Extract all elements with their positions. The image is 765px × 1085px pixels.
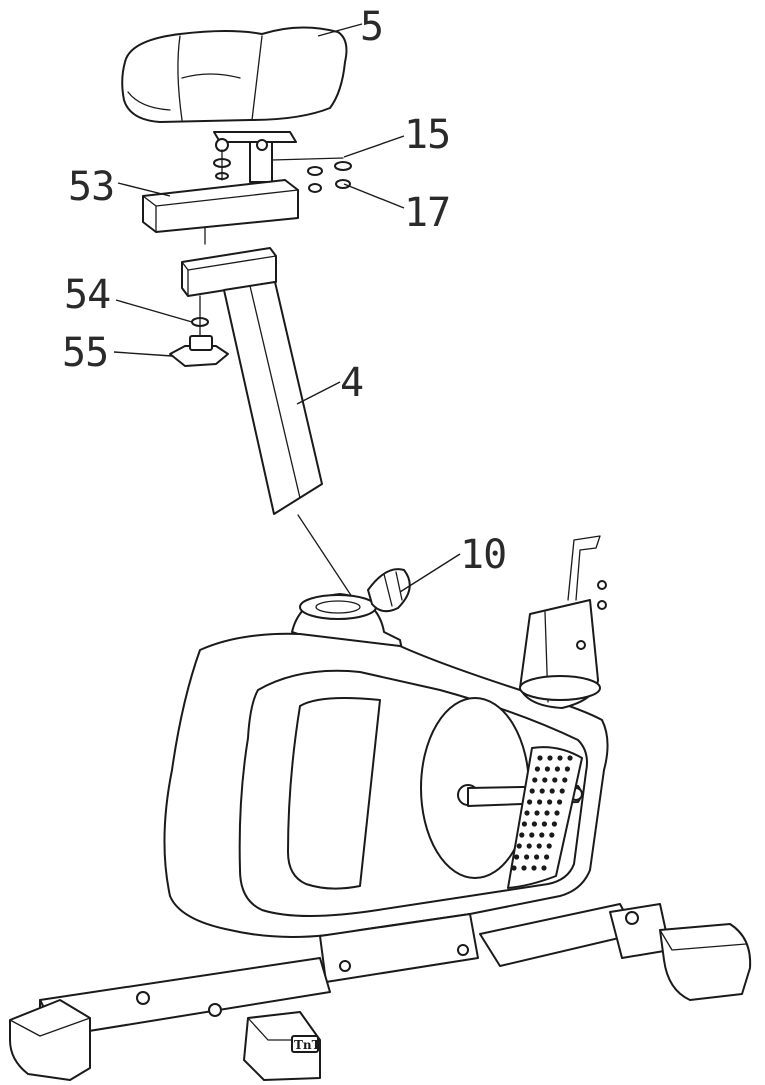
callout-labels: 5 15 17 53 54 55 4 10 — [62, 4, 507, 578]
vent-hole — [529, 788, 535, 794]
vent-hole — [544, 854, 550, 860]
callout-10: 10 — [460, 532, 506, 578]
vent-hole — [552, 777, 558, 783]
callout-54: 54 — [64, 272, 110, 318]
vent-hole — [519, 832, 525, 838]
vent-hole — [524, 810, 530, 816]
seat-mount-bracket — [213, 131, 297, 183]
vent-hole — [531, 865, 537, 871]
vent-hole — [534, 854, 540, 860]
callout-17: 17 — [404, 190, 450, 236]
vent-hole — [536, 843, 542, 849]
vent-hole — [524, 854, 530, 860]
vent-hole — [532, 777, 538, 783]
vent-hole — [526, 843, 532, 849]
vent-hole — [529, 832, 535, 838]
vent-hole — [549, 788, 555, 794]
callout-53: 53 — [68, 164, 114, 210]
leader-lines — [113, 23, 461, 593]
front-stabilizer: TnT — [9, 957, 331, 1081]
vent-hole — [551, 821, 558, 827]
vent-hole — [562, 777, 568, 783]
hardware-washer-nut — [271, 157, 352, 193]
vent-hole — [547, 799, 553, 805]
vent-hole — [554, 766, 561, 772]
vent-hole — [546, 843, 552, 849]
vent-hole — [544, 766, 551, 772]
seat-slider-53 — [142, 179, 299, 245]
callout-4: 4 — [340, 360, 363, 406]
rear-stabilizer — [479, 903, 752, 1001]
callout-15: 15 — [404, 112, 450, 158]
knob-55 — [169, 295, 229, 367]
vent-hole — [557, 755, 563, 761]
vent-hole — [559, 788, 565, 794]
vent-hole — [547, 755, 553, 761]
seat-post-4 — [181, 247, 363, 613]
vent-hole — [511, 865, 517, 871]
vent-hole — [544, 810, 550, 816]
vent-hole — [564, 766, 571, 772]
vent-hole — [537, 755, 543, 761]
vent-hole — [521, 865, 527, 871]
vent-hole — [567, 755, 573, 761]
callout-55: 55 — [62, 330, 108, 376]
vent-hole — [534, 810, 540, 816]
vent-hole — [549, 832, 555, 838]
vent-hole — [531, 821, 538, 827]
callout-5: 5 — [360, 4, 383, 50]
brand-logo: TnT — [294, 1038, 321, 1052]
seat — [121, 26, 348, 123]
vent-hole — [557, 799, 563, 805]
vent-holes — [511, 755, 573, 871]
vent-hole — [539, 832, 545, 838]
vent-hole — [542, 777, 548, 783]
vent-hole — [521, 821, 528, 827]
vent-hole — [514, 854, 520, 860]
vent-hole — [541, 821, 548, 827]
vent-hole — [541, 865, 547, 871]
vent-hole — [516, 843, 522, 849]
vent-hole — [539, 788, 545, 794]
bike-frame — [163, 535, 609, 983]
vent-hole — [537, 799, 543, 805]
vent-hole — [534, 766, 541, 772]
vent-hole — [554, 810, 560, 816]
vent-hole — [527, 799, 533, 805]
